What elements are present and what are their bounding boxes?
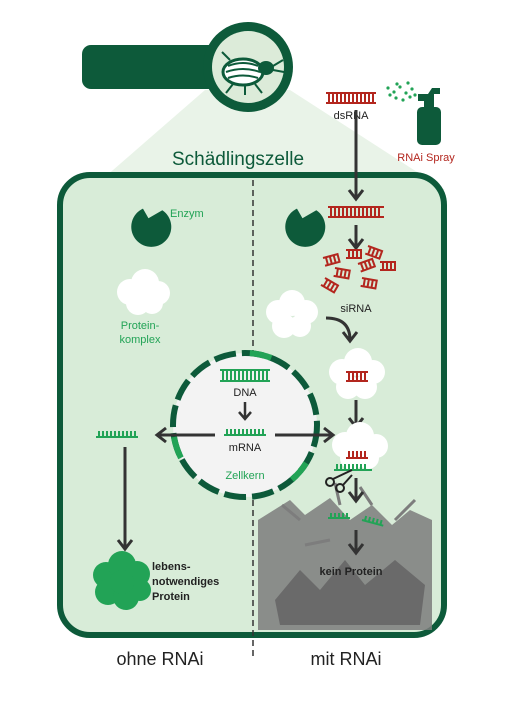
spray-label: RNAi Spray <box>397 152 455 164</box>
arrow-to-protein <box>116 447 134 552</box>
beetle-icon <box>221 51 285 95</box>
dna-label: DNA <box>233 387 257 399</box>
essential-protein-label-2: notwendiges <box>152 576 219 588</box>
arrow-dsrna-in <box>347 110 365 202</box>
arrow-to-fragments <box>347 478 365 504</box>
sirna-fragments <box>320 245 396 294</box>
cleavage-strands <box>334 451 372 471</box>
essential-protein-blob <box>93 551 151 610</box>
protein-damage-pattern <box>258 482 432 630</box>
degraded-mrna <box>328 513 384 527</box>
mrna-strand <box>224 429 266 436</box>
spray-mist <box>386 81 417 102</box>
essential-protein-label-1: lebens- <box>152 561 191 573</box>
dna-to-mrna-arrow <box>238 402 252 421</box>
risc-loaded-cloud <box>329 348 385 399</box>
left-mrna-strand <box>96 431 138 438</box>
magnifier-handle <box>82 45 222 89</box>
arrow-dicer <box>347 225 365 251</box>
risc-sirna <box>346 371 368 382</box>
arrow-to-right <box>275 426 336 444</box>
enzyme-icon <box>131 208 172 247</box>
enzyme-icon-right <box>285 208 326 247</box>
dsrna-in-cell <box>328 206 384 218</box>
spray-bottle-icon <box>417 88 441 145</box>
risc-complex-cloud <box>266 290 318 338</box>
protein-complex-label-2: komplex <box>120 334 161 346</box>
enzyme-label: Enzym <box>170 208 204 220</box>
dsrna-molecule <box>326 92 376 104</box>
sirna-label: siRNA <box>340 303 372 315</box>
dsrna-label: dsRNA <box>334 110 370 122</box>
no-protein-label: kein Protein <box>320 566 383 578</box>
scissors-icon <box>325 469 353 493</box>
protein-complex-label-1: Protein- <box>121 320 160 332</box>
nucleus <box>170 350 320 500</box>
arrow-to-left <box>154 426 215 444</box>
nucleus-label: Zellkern <box>225 470 264 482</box>
essential-protein-label-3: Protein <box>152 591 190 603</box>
arrow-join-risc <box>325 316 359 344</box>
mrna-label: mRNA <box>229 442 262 454</box>
arrow-to-no-protein <box>347 530 365 556</box>
footer-right-label: mit RNAi <box>311 649 382 669</box>
footer-left-label: ohne RNAi <box>116 649 203 669</box>
cell-title: Schädlingszelle <box>172 149 304 170</box>
protein-complex-cloud <box>117 269 170 315</box>
dna-strand <box>220 369 270 382</box>
